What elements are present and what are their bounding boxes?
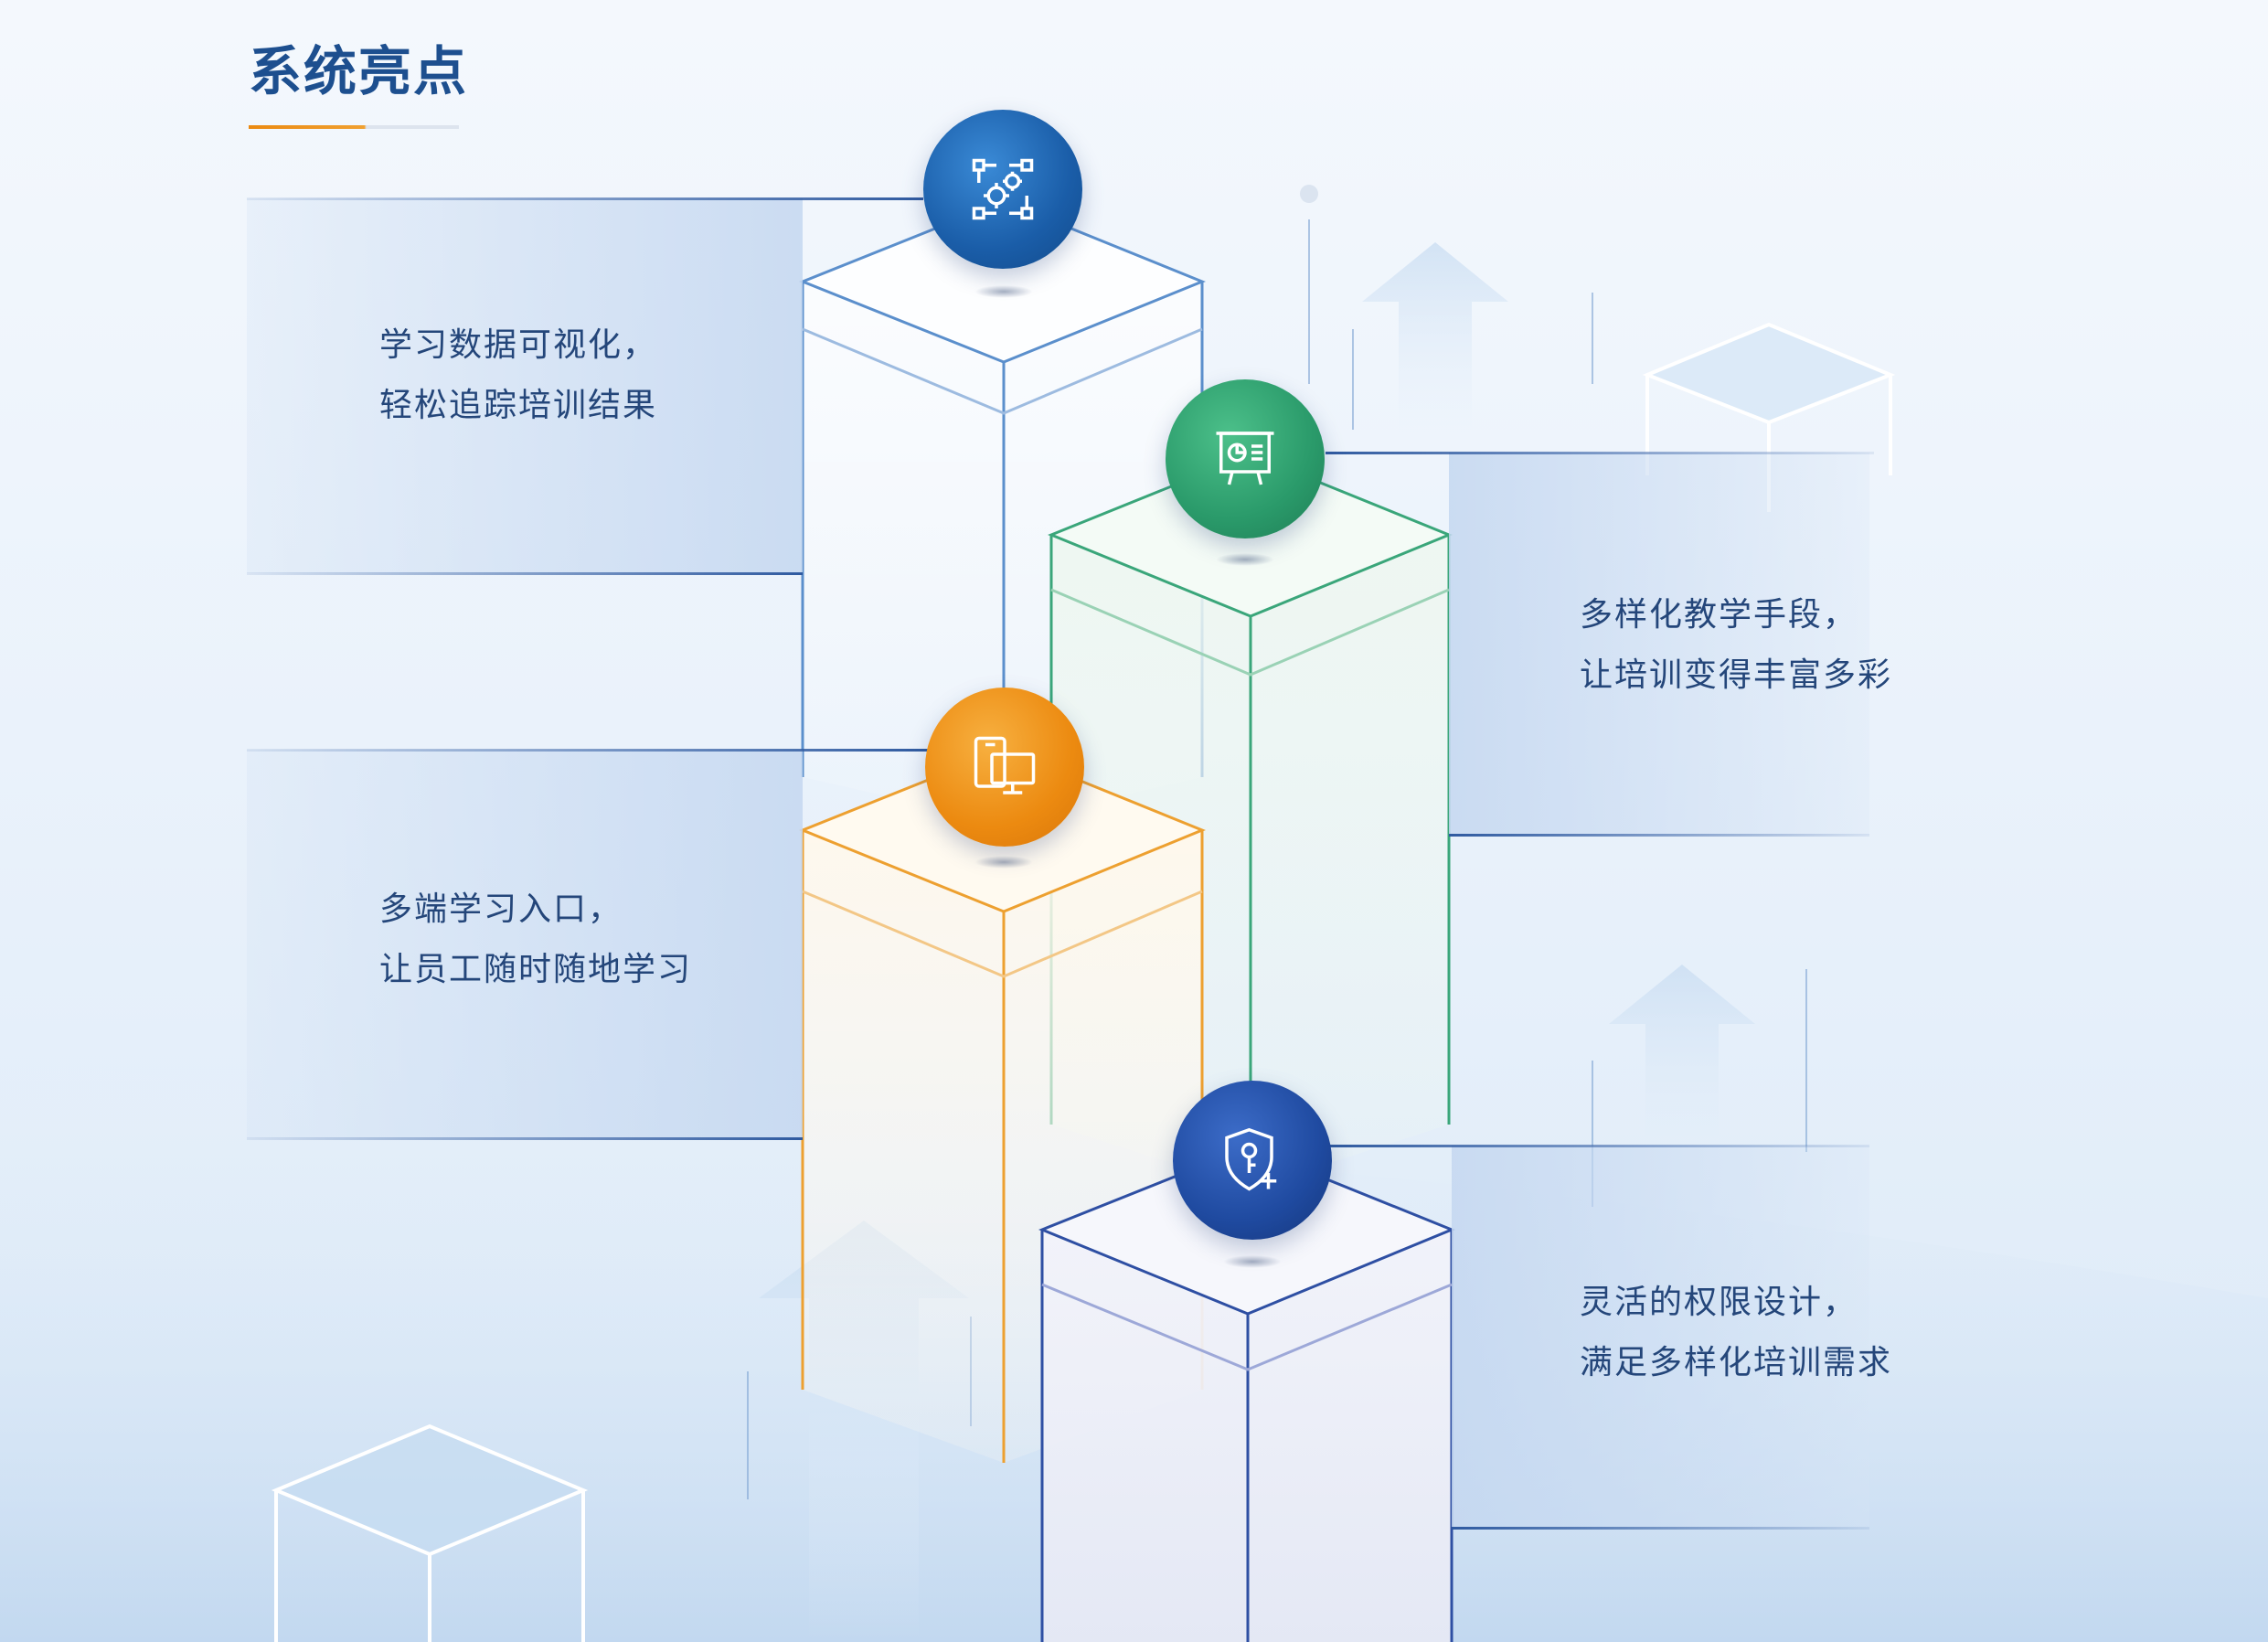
page-title: 系统亮点 xyxy=(249,40,469,102)
caption-2-line-2: 让培训变得丰富多彩 xyxy=(1580,656,1893,694)
highlight-caption-4: 灵活的权限设计， 满足多样化培训需求 xyxy=(1580,1273,1892,1393)
highlight-panel-4 xyxy=(1452,1146,1869,1528)
badge-multi-device xyxy=(925,688,1084,847)
panel-1-top-line xyxy=(247,197,923,200)
highlight-caption-2: 多样化教学手段， 让培训变得丰富多彩 xyxy=(1580,585,1892,706)
panel-3-bottom-line xyxy=(247,1137,803,1140)
caption-2-line-1: 多样化教学手段， xyxy=(1580,596,1858,634)
caption-3-line-2: 让员工随时随地学习 xyxy=(379,951,693,988)
highlight-panel-3 xyxy=(247,750,803,1138)
panel-2-top-line xyxy=(1326,452,1874,454)
panel-1-bottom-line xyxy=(247,572,803,575)
panel-4-top-line xyxy=(1330,1145,1869,1147)
caption-1-line-1: 学习数据可视化， xyxy=(379,326,658,364)
badge-1-shadow xyxy=(974,285,1033,298)
badge-permission-design xyxy=(1173,1081,1332,1240)
caption-4-line-1: 灵活的权限设计， xyxy=(1580,1284,1858,1321)
data-gear-icon xyxy=(972,158,1034,220)
highlight-panel-1 xyxy=(247,198,803,573)
presentation-board-icon xyxy=(1216,432,1274,485)
panel-2-bottom-line xyxy=(1449,834,1869,837)
highlight-caption-1: 学习数据可视化， 轻松追踪培训结果 xyxy=(379,315,657,436)
shield-key-icon xyxy=(1225,1127,1277,1191)
caption-1-line-2: 轻松追踪培训结果 xyxy=(379,387,658,424)
caption-3-line-1: 多端学习入口， xyxy=(379,890,623,928)
multi-device-icon xyxy=(974,736,1036,794)
badge-4-shadow xyxy=(1223,1255,1282,1268)
panel-3-top-line xyxy=(247,749,928,752)
badge-2-shadow xyxy=(1216,553,1274,566)
badge-teaching-methods xyxy=(1166,379,1325,538)
badge-data-visualization xyxy=(923,110,1082,269)
badge-3-shadow xyxy=(974,856,1033,869)
highlight-panel-2 xyxy=(1449,453,1869,835)
caption-4-line-2: 满足多样化培训需求 xyxy=(1580,1344,1893,1381)
title-underline xyxy=(249,125,459,129)
panel-4-bottom-line xyxy=(1452,1527,1869,1530)
highlight-caption-3: 多端学习入口， 让员工随时随地学习 xyxy=(379,880,692,1000)
